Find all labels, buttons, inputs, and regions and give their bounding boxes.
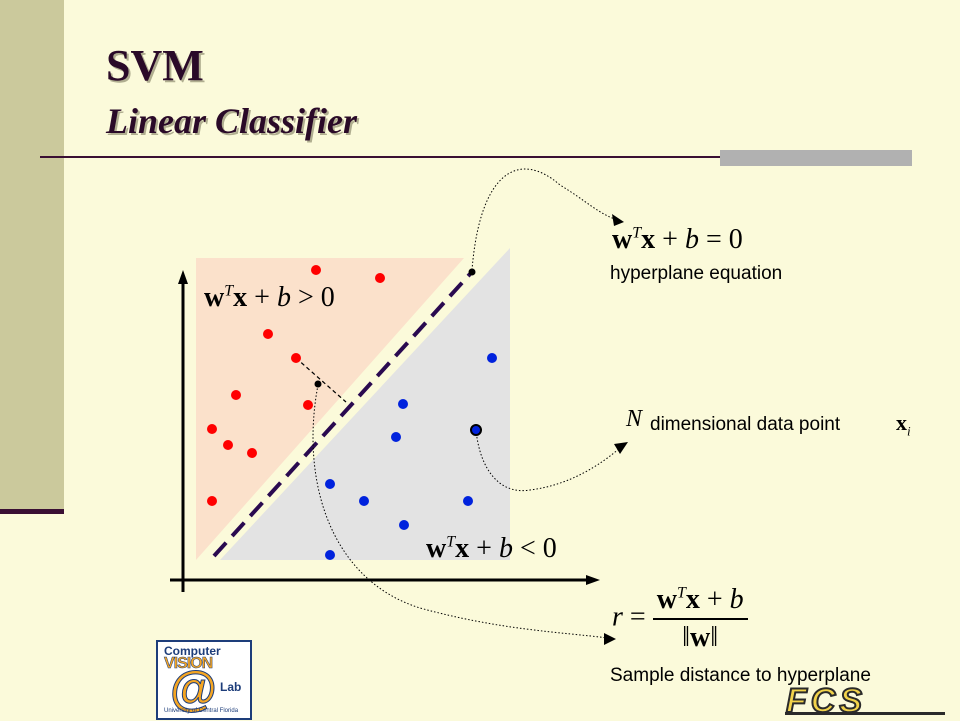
positive-data-point [247,448,257,458]
fcs-brand-logo: FCS [785,681,866,721]
positive-region-equation: wTx + b > 0 [204,282,335,313]
hyperplane-caption: hyperplane equation [610,263,783,284]
positive-data-point [303,400,313,410]
computer-vision-lab-logo: Computer VISION @ Lab University of Cent… [156,640,252,720]
positive-data-point [263,329,273,339]
negative-data-point [359,496,369,506]
distance-equation: r = wTx + b ‖w‖ [612,584,748,654]
positive-data-point [291,353,301,363]
datapoint-caption: dimensional data point [650,414,841,435]
connector-hyperplane-arrow [612,214,624,226]
fcs-underline [785,712,945,715]
slide-title: SVM [106,41,204,90]
connector-hyperplane [471,168,619,271]
negative-data-point [391,432,401,442]
title-rule-block [720,150,912,166]
positive-data-point [311,265,321,275]
datapoint-vector: xi [896,410,911,439]
connector-datapoint [475,429,621,492]
title-rule [40,156,912,158]
x-axis-arrow [586,575,600,585]
connector-distance [312,384,609,639]
negative-data-point [399,520,409,530]
logo-line2: VISION [164,655,214,673]
datapoint-dimension-symbol: N [626,406,643,432]
positive-data-point [375,273,385,283]
negative-data-point [487,353,497,363]
negative-region [220,248,510,560]
hyperplane-line [212,272,472,558]
positive-data-point [223,440,233,450]
negative-data-point [398,399,408,409]
positive-data-point [207,496,217,506]
projection-marker [314,380,322,388]
logo-line1: Computer [164,644,221,658]
hyperplane-marker [468,268,476,276]
slide-subtitle: Linear Classifier [106,101,358,141]
hyperplane-equation: wTx + b = 0 [612,224,743,255]
negative-region-equation: wTx + b < 0 [426,533,557,564]
logo-line3: Lab [220,680,242,694]
negative-data-point [325,550,335,560]
selected-data-point [470,424,482,436]
y-axis-arrow [178,270,188,284]
negative-data-point [463,496,473,506]
distance-caption: Sample distance to hyperplane [610,665,871,686]
sidebar-foot [0,509,64,514]
sidebar-bar [0,0,64,511]
connector-distance-arrow [604,633,616,645]
logo-line4: University of Central Florida [164,708,239,714]
positive-data-point [231,390,241,400]
positive-data-point [207,424,217,434]
positive-region [196,258,464,560]
connector-datapoint-arrow [614,442,628,454]
logo-at-icon: @ [170,663,218,716]
negative-data-point [325,479,335,489]
data-points [207,265,497,560]
